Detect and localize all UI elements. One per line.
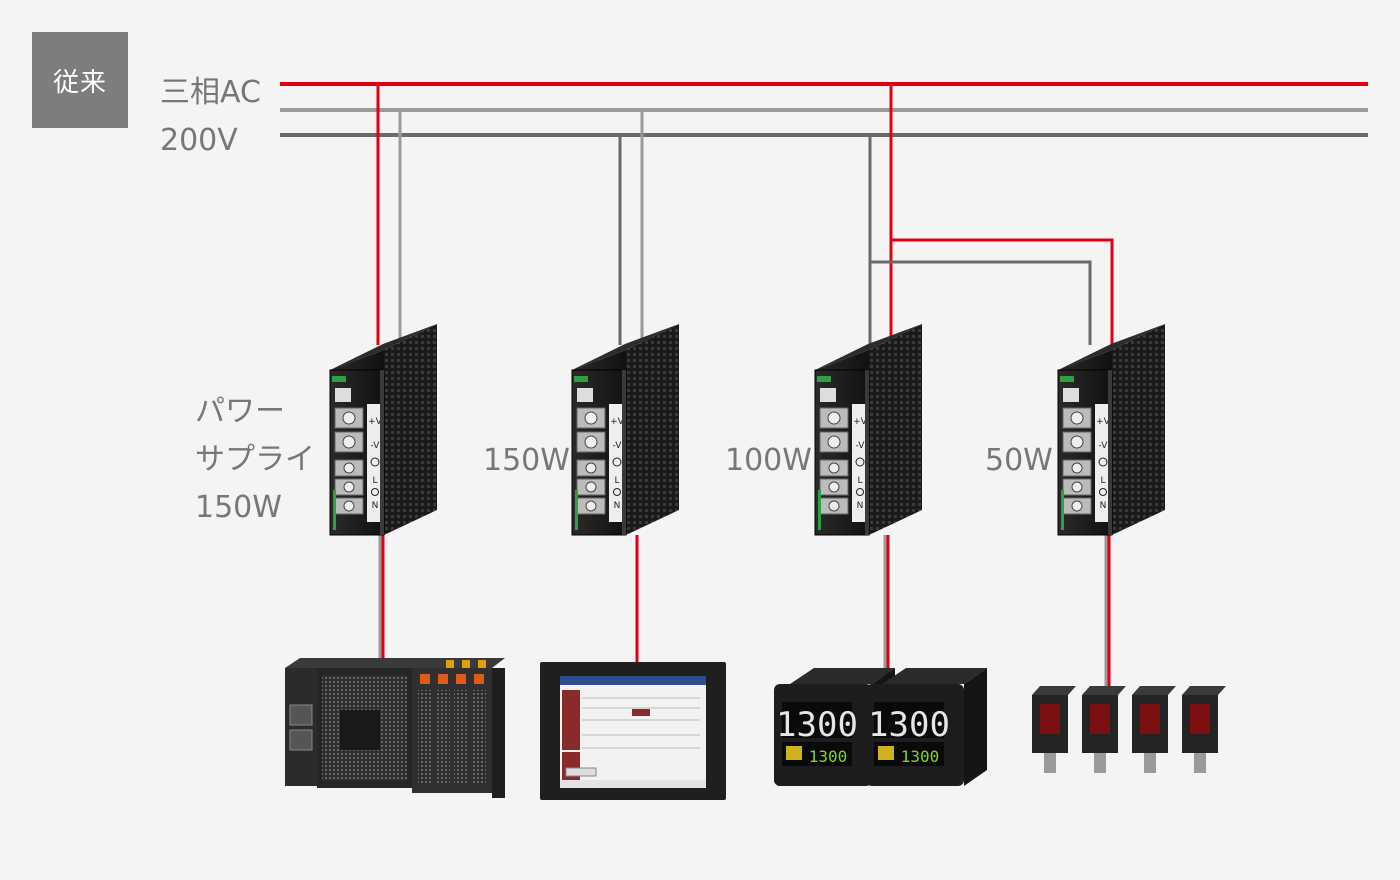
temperature-controller-2: 1300 1300 (866, 668, 987, 786)
psu-label-line3: 150W (195, 490, 282, 525)
psu3-wattage: 100W (725, 443, 812, 478)
photoelectric-sensor-1 (1032, 686, 1076, 773)
svg-text:1300: 1300 (809, 747, 848, 766)
supply-label-line2: 200V (160, 123, 238, 158)
temperature-controller-1: 1300 1300 (774, 668, 895, 786)
power-supply-100w (814, 323, 923, 536)
psu4-wattage: 50W (985, 443, 1053, 478)
power-supply-50w (1057, 323, 1166, 536)
power-supply-150w-a (329, 323, 438, 536)
photoelectric-sensor-2 (1082, 686, 1126, 773)
controller-2-display: 1300 (868, 705, 950, 745)
power-supply-150w-b (571, 323, 680, 536)
svg-text:1300: 1300 (901, 747, 940, 766)
controller-1-display: 1300 (776, 705, 858, 745)
photoelectric-sensor-3 (1132, 686, 1176, 773)
psu-label-line2: サプライ (195, 442, 315, 477)
touch-panel-hmi-image (540, 662, 726, 800)
psu2-wattage: 150W (483, 443, 570, 478)
psu-label-line1: パワー (195, 394, 285, 429)
supply-label-line1: 三相AC (160, 75, 261, 110)
plc-controller-image (285, 658, 505, 798)
photoelectric-sensor-4 (1182, 686, 1226, 773)
conventional-badge: 従来 (32, 32, 128, 128)
